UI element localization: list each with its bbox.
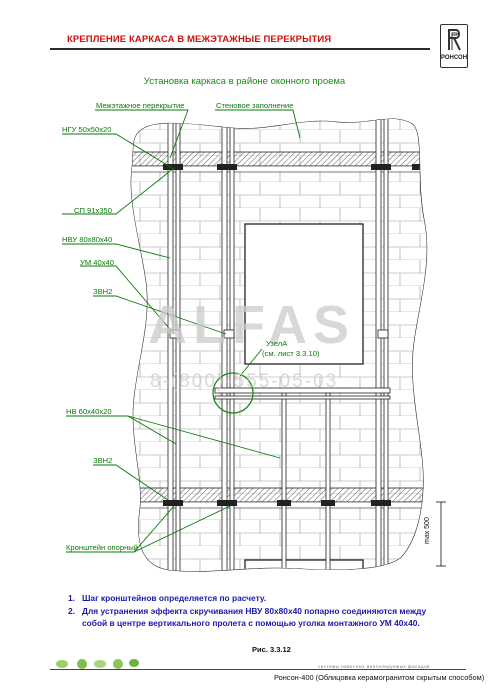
company-logo: РОНСОН: [440, 24, 468, 68]
label-bracket: Кронштейн опорный: [66, 543, 138, 552]
node-a-marker: [212, 372, 254, 414]
notes-list: 1. Шаг кронштейнов определяется по расче…: [68, 592, 438, 630]
note-text: Шаг кронштейнов определяется по расчету.: [82, 593, 267, 603]
logo-r-icon: [448, 29, 461, 51]
note-number: 1.: [68, 593, 75, 603]
mounting-angles: [169, 329, 389, 339]
footer-leaf-icons: [56, 659, 139, 669]
horizontal-rails: [214, 387, 391, 400]
diagram-subtitle: Установка каркаса в районе оконного прое…: [143, 76, 346, 87]
note-item: 1. Шаг кронштейнов определяется по расче…: [68, 592, 438, 605]
note-number: 2.: [68, 605, 75, 616]
label-node-a: УзелА: [266, 339, 288, 348]
label-um: УМ 40х40: [80, 258, 114, 267]
label-nvu: НВУ 80х80х40: [62, 235, 113, 244]
watermark-phone: 8-(800)-555-05-03: [150, 371, 339, 392]
vertical-profiles: [167, 119, 389, 572]
leader-lines: [62, 109, 301, 553]
label-nv: НВ 60х40х20: [66, 407, 112, 416]
label-floor-slab: Межэтажное перекрытие: [96, 101, 185, 110]
note-item: 2. Для устранения эффекта скручивания НВ…: [68, 605, 438, 630]
footer-divider: [50, 669, 466, 670]
logo-text: РОНСОН: [440, 55, 468, 61]
dimension-line: [436, 501, 446, 567]
watermark-brand: ALFAS: [148, 295, 356, 355]
note-text: Для устранения эффекта скручивания НВУ 8…: [82, 605, 427, 629]
window-opening: [244, 223, 364, 365]
label-node-a-ref: (см. лист 3.3.10): [262, 349, 320, 358]
label-wall-fill: Стеновое заполнение: [216, 101, 294, 110]
figure-caption: Рис. 3.3.12: [252, 645, 291, 654]
label-ngu: НГУ 50х50х20: [62, 125, 112, 134]
label-sp: СП 91х350: [74, 206, 112, 215]
label-zvn2-bottom: ЗВН2: [93, 456, 113, 465]
footer-text: Ронсон-400 (Облицовка керамогранитом скр…: [274, 673, 485, 682]
dimension-label: max 500: [424, 517, 431, 544]
footer-tagline: системы навесных вентилируемых фасадов: [318, 664, 430, 669]
page-title: КРЕПЛЕНИЕ КАРКАСА В МЕЖЭТАЖНЫЕ ПЕРЕКРЫТИ…: [67, 34, 332, 45]
support-brackets: [163, 164, 426, 506]
label-zvn2-top: ЗВН2: [93, 287, 113, 296]
header-divider: [50, 48, 430, 50]
